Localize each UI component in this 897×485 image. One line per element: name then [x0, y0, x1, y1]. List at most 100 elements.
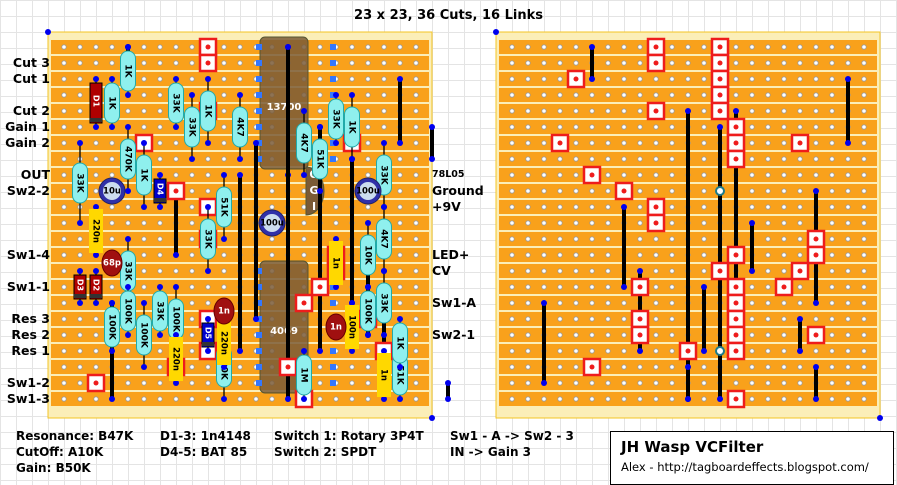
hole [125, 220, 131, 226]
hole [813, 108, 819, 114]
hole [237, 380, 243, 386]
hole [541, 204, 547, 210]
hole [365, 156, 371, 162]
hole [669, 188, 675, 194]
hole [157, 60, 163, 66]
diode-label: D3 [76, 279, 85, 291]
hole [205, 172, 211, 178]
hole [189, 188, 195, 194]
hole [413, 92, 419, 98]
pad [125, 236, 131, 242]
hole [413, 396, 419, 402]
hole [845, 396, 851, 402]
resistor [232, 106, 248, 148]
ic-pin [256, 332, 262, 338]
resistor-value: 1K [395, 336, 405, 350]
hole [413, 204, 419, 210]
hole [541, 268, 547, 274]
diode-label: D5 [204, 327, 213, 340]
hole [413, 380, 419, 386]
hole [669, 172, 675, 178]
pad [429, 156, 435, 162]
capacitor-value: 100u [260, 219, 284, 229]
pad [221, 236, 227, 242]
hole [589, 92, 595, 98]
hole [109, 172, 115, 178]
hole [413, 188, 419, 194]
hole [797, 188, 803, 194]
hole [509, 156, 515, 162]
hole [541, 252, 547, 258]
hole [797, 92, 803, 98]
hole [237, 44, 243, 50]
left-connection-label: Sw1-2 [6, 375, 50, 390]
pad [173, 284, 179, 290]
resistor [328, 98, 344, 140]
resistor [376, 282, 392, 324]
hole [349, 396, 355, 402]
hole [189, 332, 195, 338]
track-cut-dot [685, 348, 691, 354]
note-in: IN -> Gain 3 [450, 445, 532, 459]
hole [525, 332, 531, 338]
hole [413, 252, 419, 258]
project-name: JH Wasp VCFilter [621, 438, 764, 456]
note-switch1: Switch 1: Rotary 3P4T [274, 429, 424, 443]
hole [749, 140, 755, 146]
diode [153, 178, 167, 204]
ic-pin [330, 76, 336, 82]
hole [77, 252, 83, 258]
hole [621, 108, 627, 114]
hole [781, 76, 787, 82]
ic-pin [256, 44, 262, 50]
track-cut-dot [733, 396, 739, 402]
resistor-value: 33K [171, 93, 181, 114]
hole [541, 108, 547, 114]
film-capacitor [169, 337, 183, 381]
hole [781, 108, 787, 114]
hole [605, 380, 611, 386]
hole [413, 268, 419, 274]
pad [333, 236, 339, 242]
hole [221, 124, 227, 130]
hole [653, 316, 659, 322]
pad [797, 348, 803, 354]
pad [621, 284, 627, 290]
hole [861, 44, 867, 50]
hole [317, 380, 323, 386]
hole [413, 300, 419, 306]
hole [525, 204, 531, 210]
pad [717, 124, 723, 130]
hole [861, 188, 867, 194]
resistor-value: 1K [107, 96, 117, 110]
hole [669, 396, 675, 402]
hole [749, 92, 755, 98]
hole [333, 220, 339, 226]
pad [589, 76, 595, 82]
hole [765, 332, 771, 338]
hole [637, 124, 643, 130]
resistor-value: 100K [363, 298, 373, 325]
hole [781, 220, 787, 226]
track-cut-dot [93, 380, 99, 386]
hole [93, 60, 99, 66]
hole [621, 332, 627, 338]
hole [317, 108, 323, 114]
hole [701, 124, 707, 130]
hole [573, 316, 579, 322]
hole [637, 172, 643, 178]
resistor-value: 51K [219, 197, 229, 218]
capacitor-value: 100u [356, 187, 380, 197]
hole [157, 108, 163, 114]
resistor-value: 33K [187, 117, 197, 138]
hole [333, 396, 339, 402]
hole [365, 76, 371, 82]
hole [845, 364, 851, 370]
pad [205, 348, 211, 354]
hole [653, 156, 659, 162]
hole [573, 284, 579, 290]
hole [269, 204, 275, 210]
hole [621, 300, 627, 306]
hole [797, 44, 803, 50]
hole [157, 380, 163, 386]
